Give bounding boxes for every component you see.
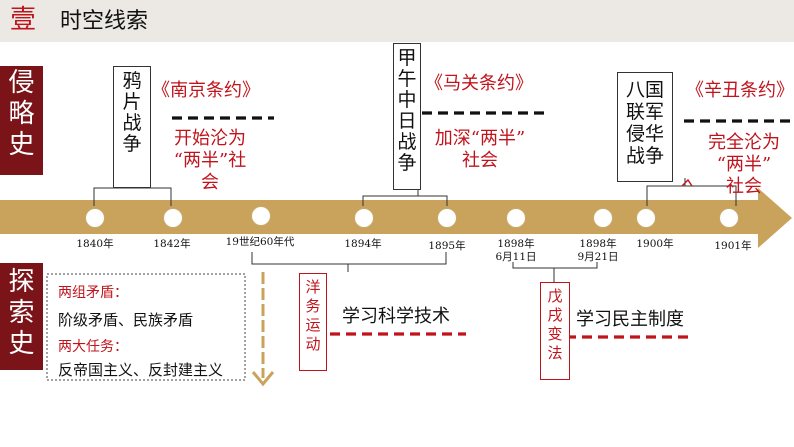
timeline-dot bbox=[163, 208, 183, 228]
header-bar bbox=[0, 0, 794, 42]
timeline-dot bbox=[593, 208, 613, 228]
timeline-dot bbox=[636, 208, 656, 228]
header-title: 时空线索 bbox=[60, 9, 149, 34]
timeline-arrow bbox=[0, 188, 792, 248]
year-label: 1898年 9月21日 bbox=[577, 238, 619, 263]
treaty-shimonoseki: 《马关条约》 bbox=[425, 73, 533, 94]
opium-war-box: 鸦 片 战 争 bbox=[113, 66, 151, 188]
year-label: 19世纪60年代 bbox=[225, 236, 295, 248]
contradictions-title: 两组矛盾： bbox=[58, 285, 128, 301]
aggression-history-badge: 侵 略 史 bbox=[0, 66, 43, 175]
contradictions-line: 阶级矛盾、民族矛盾 bbox=[58, 311, 194, 329]
year-label: 1895年 bbox=[428, 240, 466, 252]
year-label: 1901年 bbox=[714, 240, 752, 252]
learn-tech-label: 学习科学技术 bbox=[342, 306, 450, 327]
treaty-nanjing: 《南京条约》 bbox=[152, 80, 260, 101]
timeline-dot bbox=[437, 208, 457, 228]
sino-japanese-war-box: 甲 午 中 日 战 争 bbox=[393, 43, 421, 190]
effect-nanjing: 开始沦为 “两半”社 会 bbox=[173, 128, 247, 193]
timeline-dot bbox=[719, 208, 739, 228]
effect-shimonoseki: 加深“两半” 社会 bbox=[434, 128, 526, 171]
tasks-line: 反帝国主义、反封建主义 bbox=[58, 361, 224, 379]
effect-xinchou: 完全沦为 “两半” 社会 bbox=[708, 132, 780, 197]
eight-nation-alliance-box: 八国 联军 侵华 战争 bbox=[617, 72, 673, 182]
timeline-dot bbox=[354, 208, 374, 228]
timeline-dot bbox=[506, 208, 526, 228]
learn-institutions-label: 学习民主制度 bbox=[576, 309, 684, 330]
year-label: 1840年 bbox=[76, 238, 114, 250]
westernization-movement-box: 洋 务 运 动 bbox=[299, 273, 327, 371]
year-label: 1894年 bbox=[344, 238, 382, 250]
tasks-title: 两大任务： bbox=[58, 339, 128, 355]
timeline-dot bbox=[251, 206, 271, 226]
hundred-days-reform-box: 戊 戌 变 法 bbox=[540, 282, 570, 380]
treaty-xinchou: 《辛丑条约》 bbox=[686, 80, 794, 101]
year-label: 1842年 bbox=[153, 238, 191, 250]
year-label: 1898年 6月11日 bbox=[495, 238, 537, 263]
timeline-dot bbox=[85, 208, 105, 228]
header-number: 壹 bbox=[10, 5, 37, 35]
year-label: 1900年 bbox=[636, 238, 674, 250]
exploration-history-badge: 探 索 史 bbox=[0, 263, 43, 370]
